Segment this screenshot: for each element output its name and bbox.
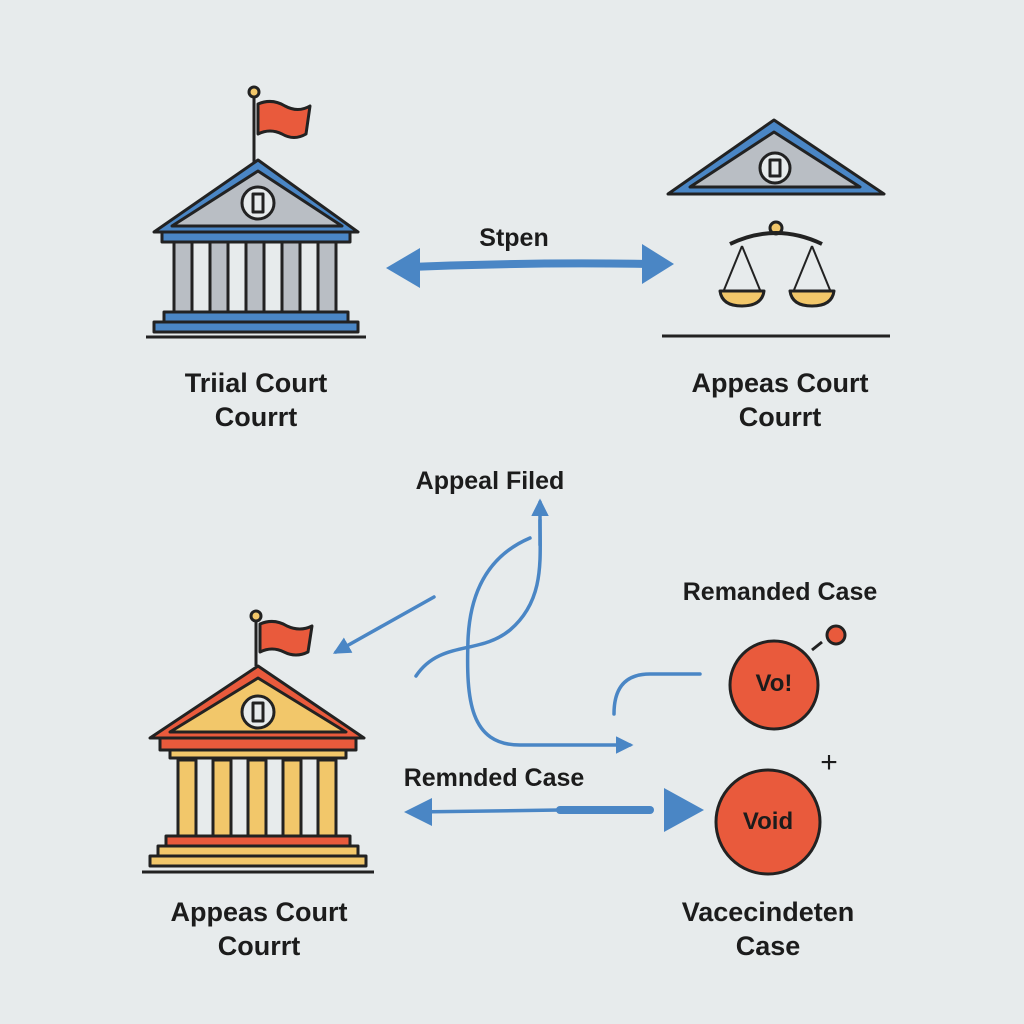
top-double-arrow — [386, 244, 674, 288]
appeals-court-bottom-label: Appeas Court Courrt — [170, 897, 348, 961]
trial-court-courthouse-icon — [146, 85, 366, 339]
top-arrow-label: Stpen — [479, 224, 549, 252]
void-badge-circle — [714, 768, 822, 876]
flag-icon-bottom — [258, 619, 314, 657]
vo-badge-text: Vo! — [755, 670, 793, 697]
vo-badge-circle — [728, 624, 847, 731]
plus-icon: + — [820, 746, 838, 779]
appeals-court-courthouse-icon — [142, 609, 374, 874]
void-badge-text: Void — [742, 808, 794, 835]
flag-icon — [256, 99, 312, 139]
remnded-case-label: Remnded Case — [403, 764, 585, 792]
remanded-case-label: Remanded Case — [682, 578, 878, 606]
appeals-court-top-label: Appeas Court Courrt — [691, 368, 869, 432]
appeal-filed-label: Appeal Filed — [415, 467, 565, 495]
trial-court-label: Triial Court Courrt — [184, 368, 328, 432]
vacated-case-label: Vacecindeten Case — [681, 897, 855, 961]
appeals-court-scales-icon — [662, 118, 890, 338]
appeal-flow-connectors — [332, 498, 704, 832]
